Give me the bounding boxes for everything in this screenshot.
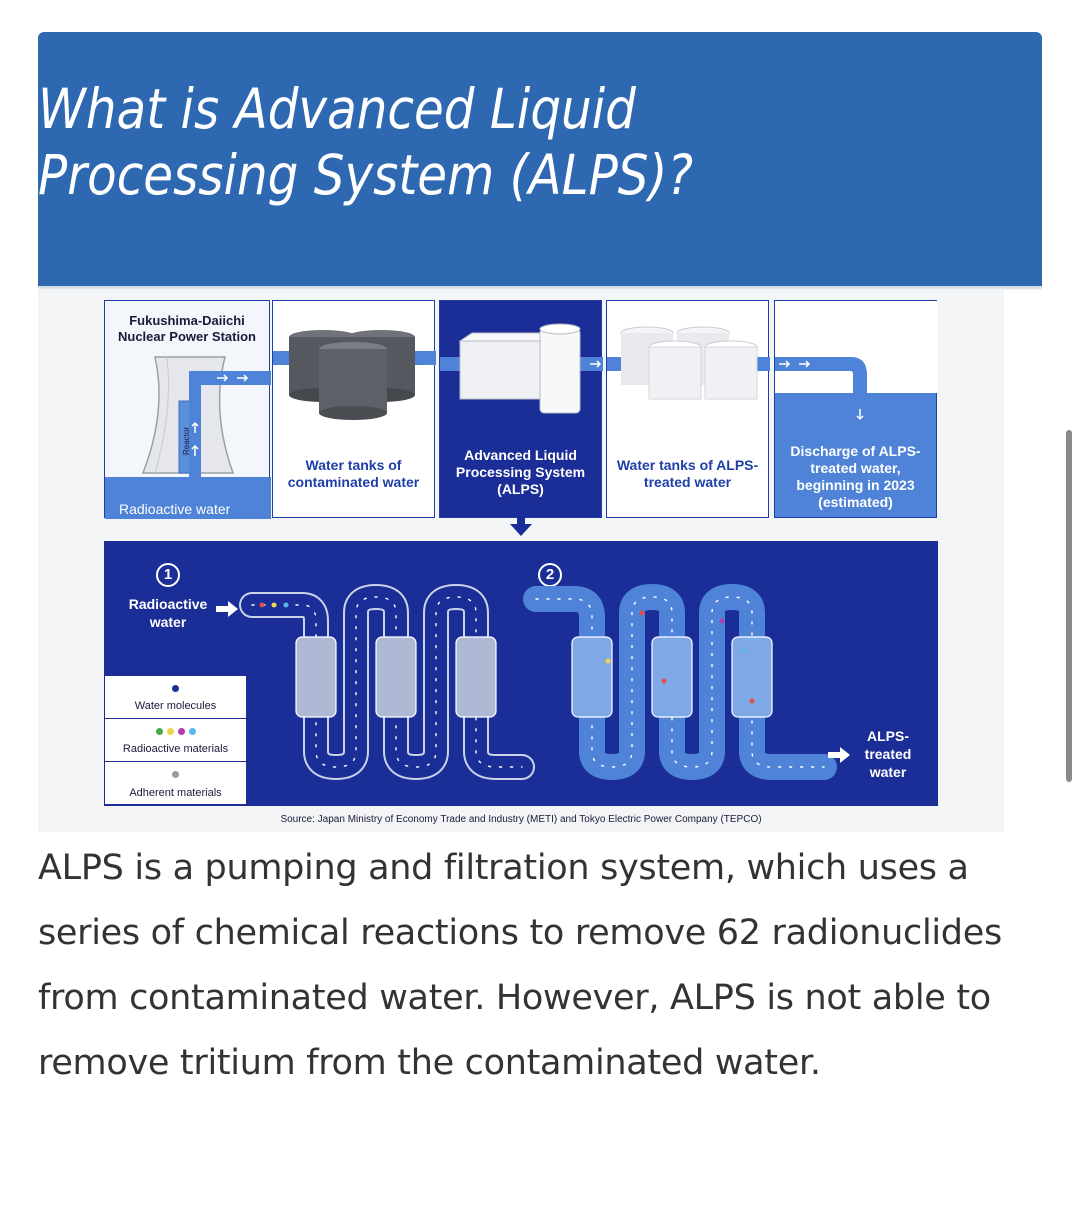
panel-power-station: Fukushima-Daiichi Nuclear Power Station … <box>104 300 271 519</box>
water-molecule-dot <box>172 685 179 692</box>
panel-alps: Advanced Liquid Processing System (ALPS) <box>439 300 603 518</box>
reactor-label: Reactor <box>182 427 191 455</box>
storage-tanks-icon <box>273 330 436 420</box>
step-1-badge: 1 <box>156 563 180 587</box>
legend-adherent-materials: Adherent materials <box>105 762 246 805</box>
scrollbar[interactable] <box>1066 430 1072 782</box>
panel-contaminated-tanks: Water tanks of contaminated water <box>272 300 436 518</box>
alps-facility-icon <box>440 323 603 414</box>
source-credit: Source: Japan Ministry of Economy Trade … <box>280 814 762 825</box>
article-heading: What is Advanced Liquid Processing Syste… <box>38 77 694 207</box>
label-contaminated-tanks: Water tanks of contaminated water <box>287 457 420 490</box>
radioactive-water-label: Radioactive water <box>119 501 231 517</box>
discharge-pipe-icon <box>775 301 938 421</box>
alps-infographic: Fukushima-Daiichi Nuclear Power Station … <box>38 290 1004 832</box>
down-arrow-icon <box>510 516 532 536</box>
process-panel: 1 2 Radioactive water <box>104 541 938 806</box>
article-body: ALPS is a pumping and filtration system,… <box>38 848 1002 1083</box>
treated-tanks-icon <box>607 326 770 400</box>
banner-shadow <box>38 286 1042 290</box>
adherent-dot <box>172 771 179 778</box>
plant-title: Fukushima-Daiichi Nuclear Power Station <box>118 313 256 344</box>
label-alps: Advanced Liquid Processing System (ALPS) <box>455 447 586 497</box>
radioactive-dot-yellow <box>166 728 174 735</box>
radioactive-dot-purple <box>177 728 185 735</box>
cooling-tower-icon: Reactor <box>105 356 271 519</box>
input-label: Radioactive water <box>128 596 208 630</box>
filtration-pipes-illustration <box>239 584 837 780</box>
legend: Water molecules Radioactive materials Ad… <box>104 675 247 805</box>
label-treated-tanks: Water tanks of ALPS-treated water <box>616 457 759 490</box>
panel-discharge: Discharge of ALPS-treated water, beginni… <box>774 300 938 518</box>
output-label: ALPS-treated water <box>864 728 912 780</box>
output-arrow-icon <box>828 747 850 763</box>
legend-radioactive-materials: Radioactive materials <box>105 719 246 762</box>
label-discharge: Discharge of ALPS-treated water, beginni… <box>790 443 921 510</box>
legend-water-molecules: Water molecules <box>105 676 246 719</box>
input-arrow-icon <box>216 601 238 617</box>
radioactive-dot-cyan <box>188 728 196 735</box>
panel-treated-tanks: Water tanks of ALPS-treated water <box>606 300 770 518</box>
radioactive-dot-green <box>155 728 163 735</box>
header-banner <box>38 32 1042 287</box>
